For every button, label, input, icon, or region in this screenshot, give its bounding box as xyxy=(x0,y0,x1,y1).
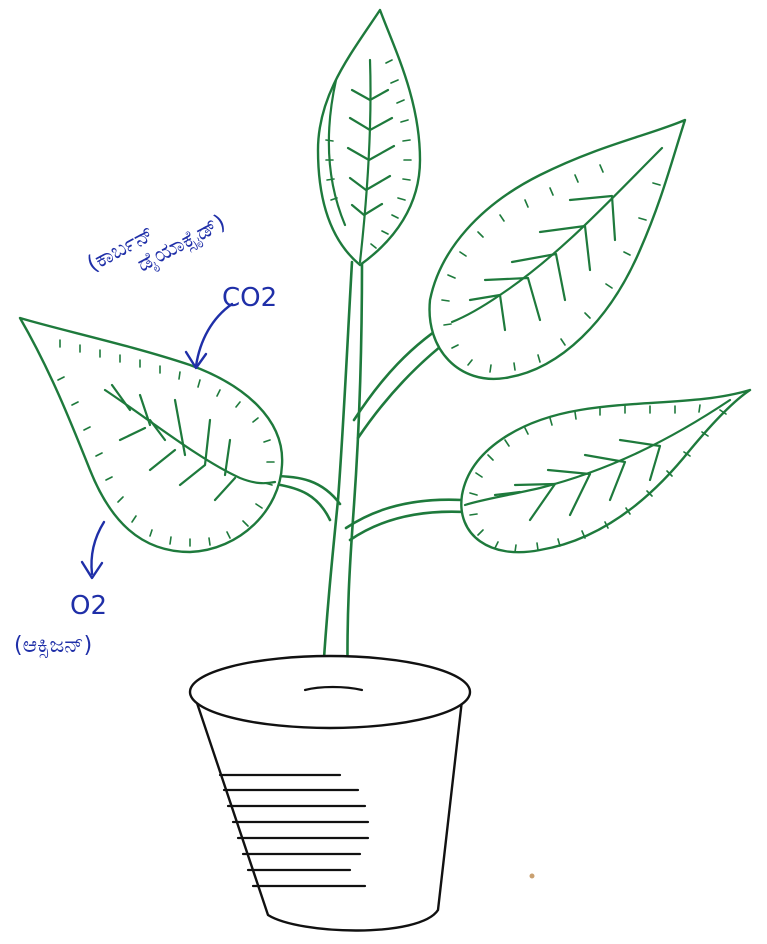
left-leaf-stalk xyxy=(275,484,330,520)
lower-right-leaf-stalk xyxy=(346,500,462,528)
co2-formula: CO2 xyxy=(222,283,277,313)
flower-pot xyxy=(190,656,470,931)
lower-right-leaf xyxy=(461,390,750,552)
left-leaf-outline xyxy=(20,318,282,552)
o2-outward-arrow xyxy=(92,522,105,574)
pot-body xyxy=(196,700,462,931)
o2-name: (ಆಕ್ಸಿಜನ್) xyxy=(14,633,92,658)
upper-right-leaf xyxy=(430,120,685,379)
ink-speck xyxy=(530,874,535,879)
left-leaf xyxy=(20,318,282,552)
pot-rim xyxy=(190,656,470,728)
o2-formula: O2 xyxy=(70,591,107,621)
left-leaf-stalk-lower xyxy=(272,476,340,504)
co2-inward-arrow xyxy=(196,304,232,366)
top-leaf xyxy=(318,10,420,265)
